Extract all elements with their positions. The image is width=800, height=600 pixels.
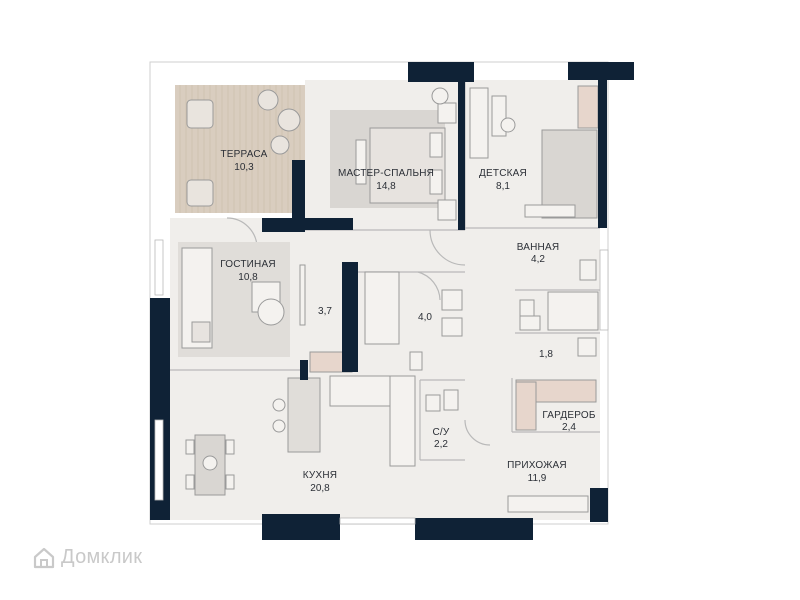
wall-column	[568, 62, 634, 80]
flower-icon	[431, 87, 449, 105]
wardrobe-area: 2,4	[562, 422, 576, 433]
toilet-icon	[443, 389, 459, 411]
desk-icon	[469, 87, 489, 159]
tv-icon	[299, 264, 306, 326]
living-area: 10,8	[238, 272, 258, 283]
pillow-icon	[429, 169, 443, 195]
wall-bottom	[262, 514, 340, 540]
nightstand-icon	[437, 199, 457, 221]
nightstand-icon	[437, 102, 457, 124]
washer-icon	[577, 337, 597, 357]
wall-column	[408, 62, 474, 82]
table-icon	[257, 298, 285, 326]
wall-bottom-right	[590, 488, 608, 522]
counter-icon	[389, 375, 416, 467]
plant-icon	[257, 89, 279, 111]
wardrobe-icon	[515, 381, 537, 431]
terrace-area: 10,3	[234, 162, 254, 173]
wall-inner	[458, 80, 465, 230]
wall-bottom	[415, 518, 533, 540]
corridor-area: 1,8	[539, 349, 553, 360]
wardrobe-label: ГАРДЕРОБ	[542, 410, 595, 421]
kitchen-island-icon	[287, 377, 321, 453]
shoe-cabinet-icon	[507, 495, 589, 513]
chair-icon	[225, 439, 235, 455]
living-label: ГОСТИНАЯ	[220, 259, 276, 270]
washer-icon	[441, 317, 463, 337]
plant-icon	[270, 135, 290, 155]
lounge-chair-icon	[186, 179, 214, 207]
chair-icon	[225, 474, 235, 490]
toilet-icon	[519, 299, 535, 319]
bath-furniture	[309, 259, 599, 513]
master-area: 14,8	[376, 181, 396, 192]
bathtub-icon	[364, 271, 400, 345]
wall-column	[262, 218, 305, 232]
sink-icon	[519, 315, 541, 331]
watermark-text: Домклик	[61, 546, 143, 568]
terrace-label: ТЕРРАСА	[221, 149, 268, 160]
toilet-icon	[409, 351, 423, 371]
sink-icon	[579, 259, 597, 281]
kitchen-label: КУХНЯ	[303, 470, 337, 481]
wall-column	[305, 218, 353, 230]
sink-icon	[441, 289, 463, 311]
wall-column	[292, 160, 305, 218]
kids-label: ДЕТСКАЯ	[479, 168, 527, 179]
chair-icon	[500, 117, 516, 133]
bathroom-area: 4,2	[531, 254, 545, 265]
stool-icon	[272, 419, 286, 433]
lounge-chair-icon	[186, 99, 214, 129]
plant-icon	[277, 108, 301, 132]
master-furniture	[330, 87, 457, 221]
hall-label: ПРИХОЖАЯ	[507, 460, 567, 471]
wall-inner	[342, 262, 358, 372]
hall-area: 11,9	[528, 473, 547, 484]
kitchen-furniture	[185, 375, 416, 496]
wc-label: С/У	[433, 427, 450, 438]
chair-icon	[185, 474, 195, 490]
bench-icon	[524, 204, 576, 218]
bed-icon	[541, 129, 598, 219]
kids-area: 8,1	[496, 181, 510, 192]
wardrobe-icon	[577, 85, 599, 129]
bathroom-label: ВАННАЯ	[517, 242, 560, 253]
sink-icon	[425, 394, 441, 412]
wall-inner	[300, 360, 308, 380]
armchair-icon	[191, 321, 211, 343]
tv-stand-icon	[355, 139, 367, 185]
storage-area: 3,7	[318, 306, 332, 317]
chair-icon	[185, 439, 195, 455]
kitchen-area: 20,8	[310, 483, 330, 494]
wc-area: 2,2	[434, 439, 448, 450]
house-logo-icon	[33, 547, 55, 568]
living-furniture	[178, 242, 306, 357]
shower-icon	[547, 291, 599, 331]
windows	[154, 239, 609, 525]
stool-icon	[272, 398, 286, 412]
terrace-furniture	[186, 89, 301, 207]
flower-icon	[202, 455, 218, 471]
walls	[150, 62, 634, 540]
bath-main-area: 4,0	[418, 312, 432, 323]
master-label: МАСТЕР-СПАЛЬНЯ	[338, 168, 434, 179]
pillow-icon	[429, 132, 443, 158]
watermark: Домклик	[33, 546, 142, 569]
wall-right	[598, 80, 607, 228]
kids-furniture	[469, 85, 599, 219]
